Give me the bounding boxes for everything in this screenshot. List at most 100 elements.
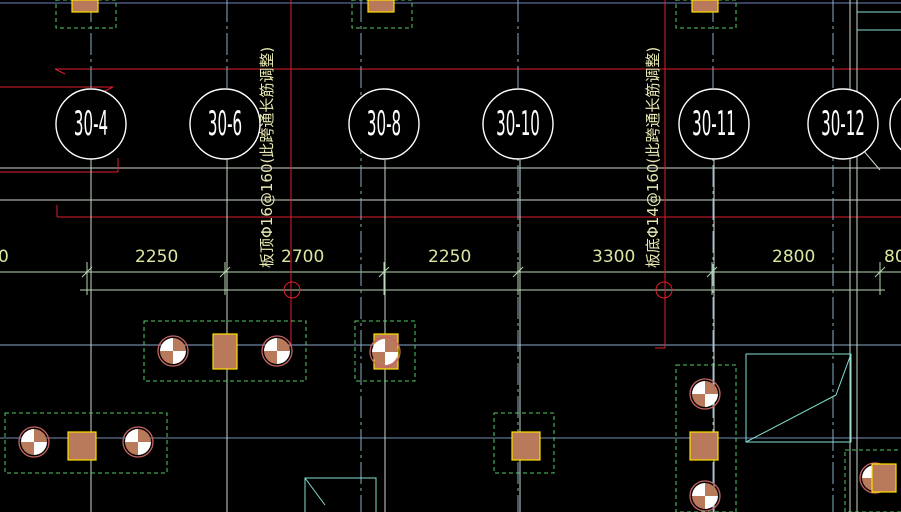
grid-bubble-circle [348,88,420,160]
pile-quadrant [264,338,277,351]
pile-quadrant [372,339,385,352]
grid-bubble-circle [482,88,554,160]
footing-layer [4,0,901,512]
footing-outline [4,412,168,474]
dimension-text: 2700 [281,247,324,267]
grid-axis-line [862,149,881,171]
red-axis-line [54,68,66,75]
pile-circle [122,426,154,458]
pile-marker-icon [689,480,721,512]
pile-circle [369,336,401,368]
grid-bubble-circle [678,88,750,160]
footing-outline [493,412,555,474]
panel-diagonal [745,353,852,443]
grid-bubble: 30-6 [189,88,261,160]
footing-outline [55,0,117,29]
footing-outline [143,320,307,382]
pile-quadrant [692,483,705,496]
pile-quadrant [277,338,290,351]
grid-bubble-label: 30-8 [367,105,401,144]
grid-bubble-label: 30-4 [74,105,108,144]
pile-quadrant [692,496,705,509]
pile-quadrant [692,381,705,394]
grid-bubble-label: 30-6 [208,105,242,144]
grid-bubble-label: 30-11 [692,105,736,144]
pile-quadrant [34,442,47,455]
pile-marker-icon [261,335,293,367]
grid-bubble: 30-10 [482,88,554,160]
pile-marker-icon [122,426,154,458]
pile-quadrant [21,429,34,442]
pile-circle [689,378,721,410]
pile-circle [689,480,721,512]
pile-quadrant [705,496,718,509]
grid-bubble-circle [55,88,127,160]
pile-quadrant [138,429,151,442]
pile-quadrant [160,338,173,351]
pile-quadrant [705,483,718,496]
footing-outline [675,0,737,29]
column-section-icon [67,431,97,461]
panel-diagonal [304,477,326,506]
grid-bubble-label: 30-12 [821,105,865,144]
pile-quadrant [173,351,186,364]
pile-quadrant [705,394,718,407]
pile-quadrant [264,351,277,364]
pile-marker-icon [18,426,50,458]
footing-outline [675,364,737,512]
grid-bubble-circle [189,88,261,160]
panel-outline [745,353,852,443]
panel-outline [304,477,377,512]
pile-quadrant [125,429,138,442]
pile-marker-icon [157,335,189,367]
pile-quadrant [385,339,398,352]
dimension-text: 3300 [592,247,635,267]
pile-quadrant [372,352,385,365]
column-section-icon [871,463,897,493]
rebar-note-layer: 板顶Φ16@160(此跨通长筋调整) 板底Φ14@160(此跨通长筋调整) [258,47,662,268]
pile-quadrant [21,442,34,455]
pile-marker-icon [369,336,401,368]
dimension-text: 2800 [772,247,815,267]
grid-bubble: 30-11 [678,88,750,160]
column-section-icon [367,0,395,13]
pile-circle [18,426,50,458]
pile-quadrant [385,352,398,365]
dimension-text: 0 [0,247,9,267]
pile-quadrant [277,351,290,364]
pile-quadrant [173,338,186,351]
footing-outline [351,0,413,29]
grid-bubble-circle [889,97,901,151]
grid-bubble: 30-12 [807,88,879,160]
grid-bubble: 30-8 [348,88,420,160]
pile-circle [261,335,293,367]
pile-circle [157,335,189,367]
bottom-rebar-note: 板底Φ14@160(此跨通长筋调整) [644,47,662,268]
top-rebar-note: 板顶Φ16@160(此跨通长筋调整) [258,47,276,268]
dimension-layer: 0 2250 2700 2250 3300 2800 80 [0,247,901,267]
footing-outline [354,320,416,382]
column-section-icon [511,431,541,461]
pile-quadrant [125,442,138,455]
pile-quadrant [160,351,173,364]
column-section-icon [71,0,99,13]
column-section-icon [691,0,719,13]
dimension-text: 2250 [428,247,471,267]
pile-quadrant [138,442,151,455]
column-section-icon [689,431,719,461]
pile-quadrant [692,394,705,407]
grid-bubble-layer: 30-4 30-6 30-8 30-10 30-11 30-12 [55,88,901,160]
pile-marker-icon [689,378,721,410]
pile-quadrant [34,429,47,442]
grid-bubble-label: 30-10 [496,105,540,144]
grid-bubble-circle [807,88,879,160]
dimension-text: 2250 [135,247,178,267]
column-section-icon [212,333,238,370]
axis-circle-marker [655,281,673,299]
dimension-text: 80 [884,247,901,267]
axis-circle-marker [283,281,301,299]
grid-bubble: 30-4 [55,88,127,160]
pile-quadrant [705,381,718,394]
footing-outline [844,449,901,512]
